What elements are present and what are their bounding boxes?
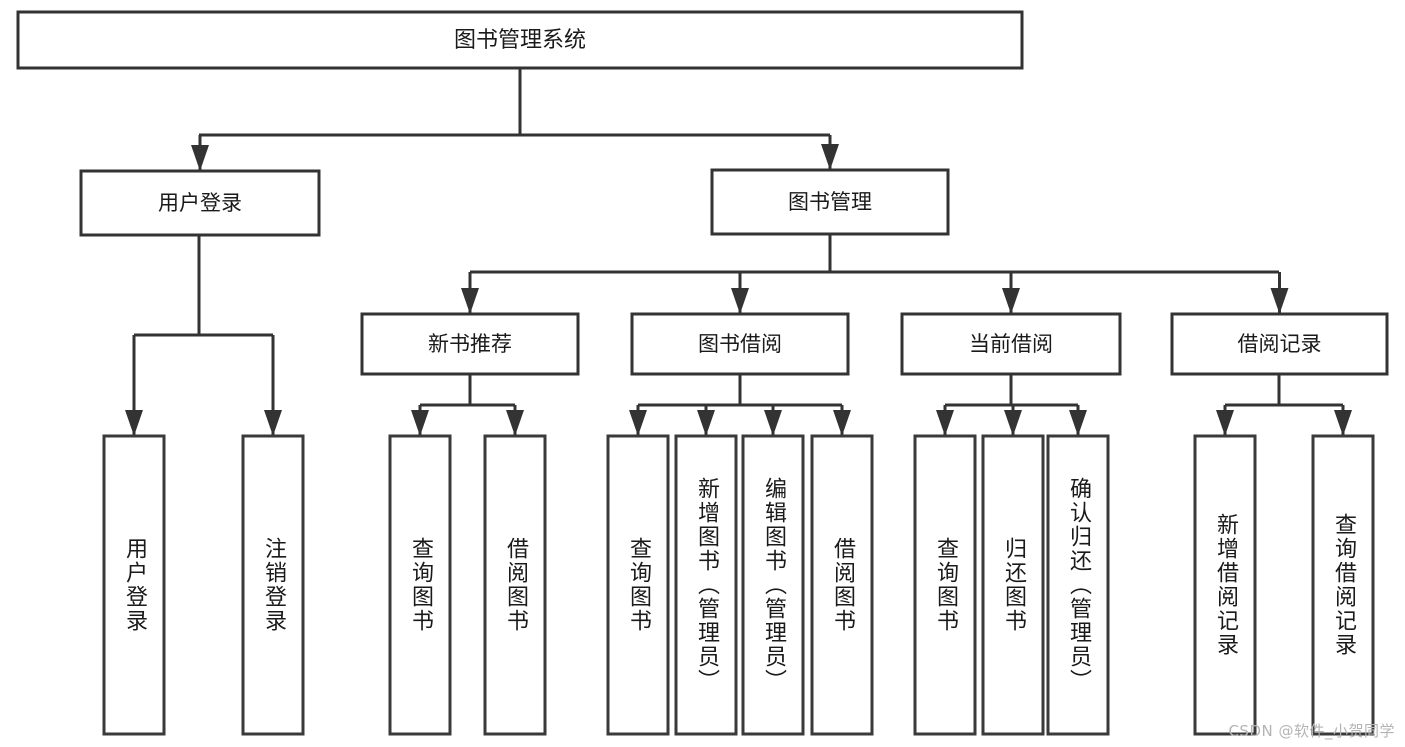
arrow-head-icon-leaf-query-book-2 — [629, 410, 647, 436]
node-box-leaf-return-book[interactable] — [981, 434, 1045, 736]
arrow-head-icon-leaf-edit-book — [764, 410, 782, 436]
node-book-manage[interactable]: 图书管理 — [710, 168, 950, 236]
arrow-head-icon-book-manage — [821, 144, 839, 170]
node-label-new-book-rec: 新书推荐 — [428, 332, 512, 356]
arrow-head-icon-current-borrow — [1002, 288, 1020, 314]
node-leaf-query-book-3[interactable] — [913, 434, 977, 736]
arrow-head-icon-leaf-user-logout — [264, 410, 282, 436]
arrow-head-icon-leaf-borrow-book-2 — [833, 410, 851, 436]
node-borrow-record[interactable]: 借阅记录 — [1170, 312, 1389, 376]
arrow-head-icon-leaf-query-record — [1334, 410, 1352, 436]
node-box-leaf-add-record[interactable] — [1193, 434, 1257, 736]
node-box-current-borrow[interactable] — [900, 312, 1122, 376]
arrow-head-icon-user-login — [191, 145, 209, 171]
arrow-head-icon-leaf-add-record — [1216, 410, 1234, 436]
node-new-book-rec[interactable]: 新书推荐 — [360, 312, 580, 376]
arrow-head-icon-new-book-rec — [461, 288, 479, 314]
arrow-head-icon-book-borrow — [731, 288, 749, 314]
arrow-head-icon-leaf-query-book-3 — [936, 410, 954, 436]
arrow-head-icon-borrow-record — [1270, 288, 1289, 314]
node-root[interactable]: 图书管理系统 — [16, 10, 1024, 70]
node-label-current-borrow: 当前借阅 — [969, 332, 1053, 356]
node-box-leaf-borrow-book-1[interactable] — [483, 434, 547, 736]
node-box-leaf-edit-book[interactable] — [741, 434, 805, 736]
node-label-user-login: 用户登录 — [158, 191, 242, 215]
node-leaf-edit-book[interactable] — [741, 434, 805, 736]
node-box-new-book-rec[interactable] — [360, 312, 580, 376]
node-leaf-return-book[interactable] — [981, 434, 1045, 736]
node-box-leaf-query-book-2[interactable] — [606, 434, 670, 736]
node-box-leaf-query-record[interactable] — [1311, 434, 1375, 736]
node-box-leaf-user-logout[interactable] — [241, 434, 305, 736]
node-current-borrow[interactable]: 当前借阅 — [900, 312, 1122, 376]
node-box-leaf-add-book[interactable] — [674, 434, 738, 736]
node-box-book-manage[interactable] — [710, 168, 950, 236]
connector-layer — [125, 68, 1352, 436]
node-label-borrow-record: 借阅记录 — [1238, 332, 1322, 356]
node-box-leaf-confirm-return[interactable] — [1046, 434, 1110, 736]
node-leaf-borrow-book-2[interactable] — [810, 434, 874, 736]
node-leaf-confirm-return[interactable] — [1046, 434, 1110, 736]
node-leaf-user-logout[interactable] — [241, 434, 305, 736]
node-box-borrow-record[interactable] — [1170, 312, 1389, 376]
node-box-leaf-borrow-book-2[interactable] — [810, 434, 874, 736]
node-label-book-borrow: 图书借阅 — [698, 332, 782, 356]
node-leaf-query-book-2[interactable] — [606, 434, 670, 736]
arrow-head-icon-leaf-confirm-return — [1069, 410, 1087, 436]
node-leaf-borrow-book-1[interactable] — [483, 434, 547, 736]
node-box-user-login[interactable] — [79, 169, 321, 237]
node-leaf-add-record[interactable] — [1193, 434, 1257, 736]
node-box-root[interactable] — [16, 10, 1024, 70]
node-leaf-add-book[interactable] — [674, 434, 738, 736]
arrow-head-icon-leaf-borrow-book-1 — [506, 410, 524, 436]
node-label-book-manage: 图书管理 — [788, 190, 872, 214]
arrow-head-icon-leaf-user-login — [125, 410, 143, 436]
node-leaf-query-book-1[interactable] — [388, 434, 452, 736]
node-label-root: 图书管理系统 — [454, 28, 586, 53]
node-book-borrow[interactable]: 图书借阅 — [630, 312, 850, 376]
node-leaf-user-login[interactable] — [102, 434, 166, 736]
node-box-book-borrow[interactable] — [630, 312, 850, 376]
csdn-watermark: CSDN @软件_小贺同学 — [1228, 722, 1395, 740]
arrow-head-icon-leaf-query-book-1 — [411, 410, 429, 436]
node-box-leaf-user-login[interactable] — [102, 434, 166, 736]
node-user-login[interactable]: 用户登录 — [79, 169, 321, 237]
node-box-leaf-query-book-1[interactable] — [388, 434, 452, 736]
arrow-head-icon-leaf-return-book — [1004, 410, 1022, 436]
arrow-head-icon-leaf-add-book — [697, 410, 715, 436]
node-box-leaf-query-book-3[interactable] — [913, 434, 977, 736]
node-leaf-query-record[interactable] — [1311, 434, 1375, 736]
